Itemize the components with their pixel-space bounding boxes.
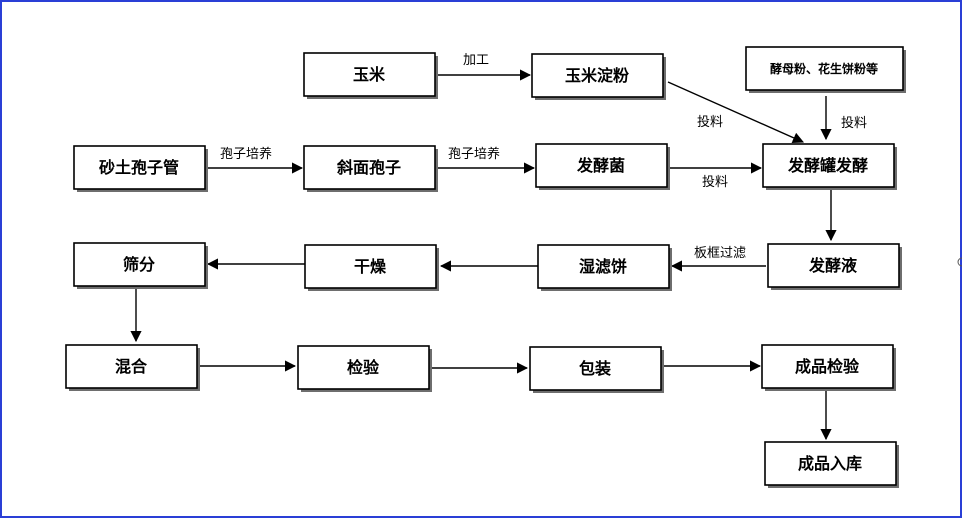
node-warehousing-label: 成品入库: [798, 454, 862, 473]
node-inspection-label: 检验: [347, 358, 380, 377]
node-wet-cake: 湿滤饼: [537, 244, 672, 291]
label-processing: 加工: [463, 53, 489, 68]
node-mixing-label: 混合: [115, 357, 148, 376]
node-mixing: 混合: [65, 344, 200, 391]
node-corn-label: 玉米: [353, 65, 386, 84]
node-fermenting-bacteria: 发酵菌: [535, 143, 670, 190]
label-culture-1: 孢子培养: [220, 146, 272, 162]
node-yeast-powder-label: 酵母粉、花生饼粉等: [770, 61, 878, 76]
node-packaging: 包装: [529, 346, 664, 393]
edge-resize-mark: [957, 257, 962, 267]
node-corn: 玉米: [303, 52, 438, 99]
node-sand-spore-tube-label: 砂土孢子管: [99, 158, 179, 177]
node-fermenting-bacteria-label: 发酵菌: [576, 156, 625, 175]
node-product-inspection: 成品检验: [761, 344, 896, 391]
node-warehousing: 成品入库: [764, 441, 899, 488]
node-yeast-powder: 酵母粉、花生饼粉等: [745, 46, 906, 93]
node-broth-label: 发酵液: [808, 256, 858, 275]
label-plate-filter: 板框过滤: [694, 246, 746, 261]
node-screening: 筛分: [73, 242, 208, 289]
node-broth: 发酵液: [767, 243, 902, 290]
node-product-inspection-label: 成品检验: [795, 357, 860, 376]
edge-labels: 加工 投料 投料 孢子培养 孢子培养 投料 板框过滤: [220, 53, 867, 261]
node-slant-spore: 斜面孢子: [303, 145, 438, 192]
label-feed-1: 投料: [697, 114, 723, 130]
node-packaging-label: 包装: [579, 359, 611, 378]
node-inspection: 检验: [297, 345, 432, 392]
edge-starch-to-fermenter: [667, 81, 805, 144]
node-drying: 干燥: [304, 244, 439, 291]
label-feed-3: 投料: [702, 174, 728, 190]
node-drying-label: 干燥: [354, 257, 387, 276]
node-sand-spore-tube: 砂土孢子管: [73, 145, 208, 192]
edges: [130, 69, 837, 441]
node-slant-spore-label: 斜面孢子: [336, 158, 401, 177]
label-culture-2: 孢子培养: [448, 146, 500, 162]
node-corn-starch-label: 玉米淀粉: [565, 66, 629, 85]
label-feed-2: 投料: [841, 115, 867, 131]
node-fermenter: 发酵罐发酵: [762, 143, 897, 190]
nodes: 玉米 玉米淀粉 酵母粉、花生饼粉等 砂土孢子管 斜面孢子 发酵菌: [65, 46, 906, 488]
node-screening-label: 筛分: [123, 255, 155, 274]
node-wet-cake-label: 湿滤饼: [578, 257, 627, 276]
node-fermenter-label: 发酵罐发酵: [787, 156, 868, 175]
node-corn-starch: 玉米淀粉: [531, 53, 666, 100]
